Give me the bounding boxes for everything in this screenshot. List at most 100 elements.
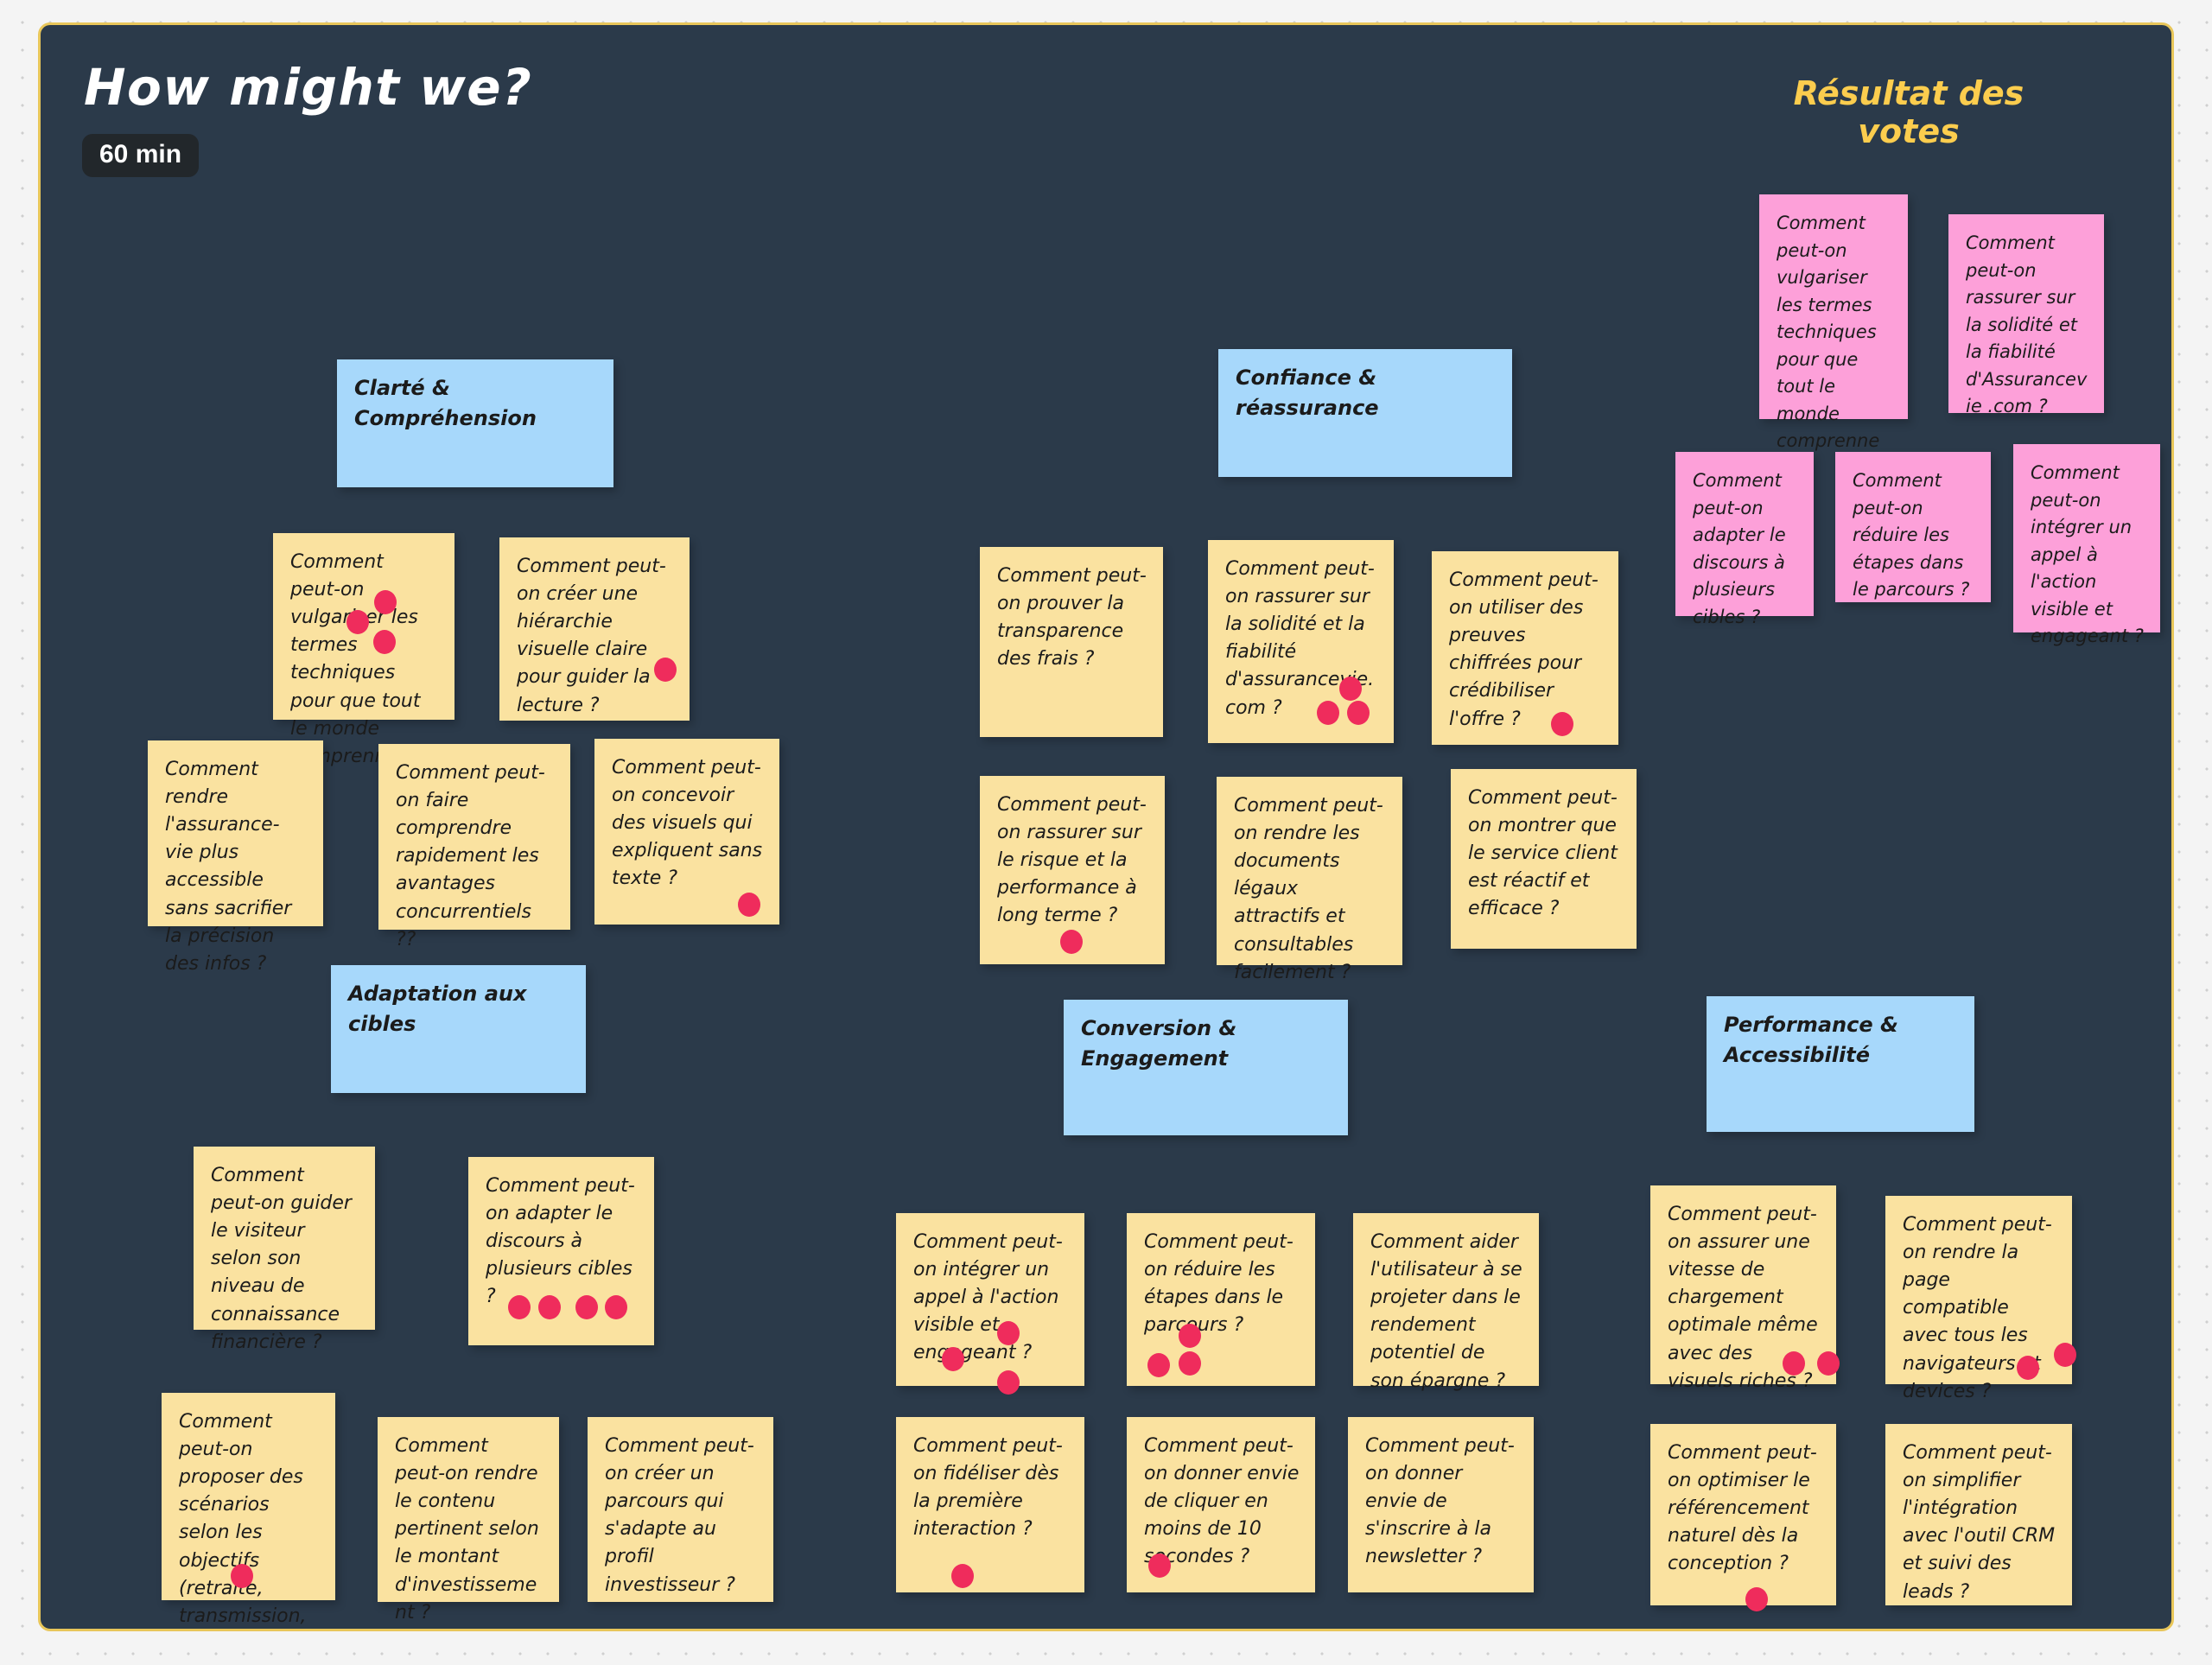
vote-dot-icon[interactable] [374, 590, 397, 614]
vote-result-note[interactable]: Comment peut-on rassurer sur la solidité… [1948, 214, 2104, 416]
vote-result-note[interactable]: Comment peut-on vulgariser les termes te… [1759, 194, 1908, 479]
page-title: How might we? [84, 58, 533, 117]
sticky-note-text: Comment rendre l'assurance-vie plus acce… [165, 759, 298, 975]
sticky-note-text: Comment peut-on créer une hiérarchie vis… [517, 556, 666, 716]
vote-dot-icon[interactable] [942, 1347, 964, 1371]
sticky-note-text: Comment peut-on rassurer sur la solidité… [1225, 558, 1381, 719]
sticky-note[interactable]: Comment peut-on prouver la transparence … [980, 547, 1163, 737]
vote-dot-icon[interactable] [1745, 1587, 1768, 1611]
vote-dot-icon[interactable] [1339, 677, 1362, 701]
sticky-note[interactable]: Comment peut-on réduire les étapes dans … [1127, 1213, 1315, 1386]
vote-dot-icon[interactable] [1179, 1324, 1201, 1348]
sticky-note[interactable]: Comment peut-on fidéliser dès la premièr… [896, 1417, 1084, 1592]
category-header-card[interactable]: Performance & Accessibilité [1707, 996, 1974, 1132]
vote-dot-icon[interactable] [1783, 1351, 1805, 1376]
sticky-note[interactable]: Comment peut-on proposer des scénarios s… [162, 1393, 335, 1627]
vote-result-note-text: Comment peut-on adapter le discours à pl… [1693, 470, 1792, 627]
vote-result-note[interactable]: Comment peut-on adapter le discours à pl… [1675, 452, 1814, 627]
sticky-note[interactable]: Comment peut-on rassurer sur le risque e… [980, 776, 1165, 964]
sticky-note-text: Comment peut-on rendre la page compatibl… [1903, 1214, 2052, 1402]
votes-result-heading: Résultat des votes [1793, 74, 2024, 150]
sticky-note-text: Comment peut-on proposer des scénarios s… [179, 1411, 307, 1627]
vote-dot-icon[interactable] [1148, 1554, 1171, 1578]
vote-result-note-text: Comment peut-on intégrer un appel à l'ac… [2031, 462, 2144, 646]
category-header-card[interactable]: Clarté & Compréhension [337, 359, 613, 487]
vote-result-note[interactable]: Comment peut-on intégrer un appel à l'ac… [2013, 444, 2160, 646]
category-header-card[interactable]: Confiance & réassurance [1218, 349, 1512, 477]
sticky-note[interactable]: Comment peut-on montrer que le service c… [1451, 769, 1637, 949]
sticky-note[interactable]: Comment peut-on rassurer sur la solidité… [1208, 540, 1394, 743]
sticky-note-text: Comment peut-on prouver la transparence … [997, 565, 1147, 670]
category-header-card-text: Conversion & Engagement [1081, 1016, 1244, 1071]
sticky-note-text: Comment peut-on guider le visiteur selon… [211, 1165, 358, 1353]
vote-dot-icon[interactable] [1179, 1351, 1201, 1376]
sticky-note-text: Comment peut-on concevoir des visuels qu… [612, 757, 769, 890]
sticky-note-text: Comment peut-on donner envie de cliquer … [1144, 1435, 1306, 1568]
vote-dot-icon[interactable] [997, 1370, 1020, 1395]
vote-result-note[interactable]: Comment peut-on réduire les étapes dans … [1835, 452, 1991, 602]
category-header-card[interactable]: Conversion & Engagement [1064, 1000, 1348, 1135]
sticky-note[interactable]: Comment peut-on utiliser des preuves chi… [1432, 551, 1618, 745]
sticky-note[interactable]: Comment peut-on guider le visiteur selon… [194, 1147, 375, 1353]
timer-badge: 60 min [82, 134, 200, 177]
vote-dot-icon[interactable] [1060, 930, 1083, 954]
vote-result-note-text: Comment peut-on rassurer sur la solidité… [1966, 232, 2088, 416]
vote-dot-icon[interactable] [1551, 712, 1573, 736]
vote-dot-icon[interactable] [346, 610, 369, 634]
sticky-note[interactable]: Comment peut-on faire comprendre rapidem… [378, 744, 570, 950]
vote-dot-icon[interactable] [1347, 701, 1370, 725]
sticky-note[interactable]: Comment peut-on rendre le contenu pertin… [378, 1417, 559, 1624]
sticky-note[interactable]: Comment peut-on adapter le discours à pl… [468, 1157, 654, 1345]
vote-dot-icon[interactable] [1817, 1351, 1840, 1376]
sticky-note[interactable]: Comment peut-on optimiser le référenceme… [1650, 1424, 1836, 1611]
sticky-note-text: Comment peut-on adapter le discours à pl… [486, 1175, 639, 1308]
sticky-note-text: Comment peut-on optimiser le référenceme… [1668, 1442, 1817, 1575]
vote-dot-icon[interactable] [2017, 1356, 2039, 1380]
sticky-note-text: Comment peut-on montrer que le service c… [1468, 787, 1624, 920]
category-header-card[interactable]: Adaptation aux cibles [331, 965, 586, 1093]
sticky-note[interactable]: Comment peut-on intégrer un appel à l'ac… [896, 1213, 1084, 1395]
vote-dot-icon[interactable] [738, 893, 760, 917]
sticky-note[interactable]: Comment peut-on donner envie de s'inscri… [1348, 1417, 1534, 1592]
sticky-note-text: Comment peut-on rassurer sur le risque e… [997, 794, 1147, 927]
category-header-card-text: Clarté & Compréhension [354, 376, 537, 431]
sticky-note-text: Comment peut-on utiliser des preuves chi… [1449, 569, 1599, 730]
sticky-note[interactable]: Comment peut-on créer une hiérarchie vis… [499, 537, 690, 721]
sticky-note-text: Comment peut-on rendre les documents lég… [1234, 795, 1383, 983]
sticky-note-text: Comment peut-on assurer une vitesse de c… [1668, 1204, 1824, 1392]
sticky-note-text: Comment peut-on simplifier l'intégration… [1903, 1442, 2062, 1603]
vote-dot-icon[interactable] [2054, 1343, 2076, 1367]
sticky-note-text: Comment peut-on créer un parcours qui s'… [605, 1435, 754, 1596]
vote-dot-icon[interactable] [1317, 701, 1339, 725]
vote-dot-icon[interactable] [508, 1295, 531, 1319]
sticky-note-text: Comment peut-on fidéliser dès la premièr… [913, 1435, 1065, 1541]
vote-dot-icon[interactable] [373, 630, 396, 654]
sticky-note-text: Comment peut-on intégrer un appel à l'ac… [913, 1231, 1063, 1364]
vote-result-note-text: Comment peut-on réduire les étapes dans … [1853, 470, 1970, 600]
sticky-note[interactable]: Comment peut-on rendre les documents lég… [1217, 777, 1402, 983]
vote-dot-icon[interactable] [1147, 1353, 1170, 1377]
sticky-note-text: Comment peut-on rendre le contenu pertin… [395, 1435, 545, 1624]
vote-dot-icon[interactable] [654, 658, 677, 682]
vote-dot-icon[interactable] [231, 1564, 253, 1588]
sticky-note[interactable]: Comment peut-on donner envie de cliquer … [1127, 1417, 1315, 1592]
sticky-note[interactable]: Comment peut-on concevoir des visuels qu… [594, 739, 779, 925]
vote-result-note-text: Comment peut-on vulgariser les termes te… [1777, 213, 1880, 479]
sticky-note[interactable]: Comment aider l'utilisateur à se projete… [1353, 1213, 1539, 1392]
sticky-note-text: Comment aider l'utilisateur à se projete… [1370, 1231, 1529, 1392]
vote-dot-icon[interactable] [951, 1564, 974, 1588]
category-header-card-text: Confiance & réassurance [1236, 365, 1384, 421]
whiteboard-panel: How might we? 60 min Résultat des votes … [38, 22, 2174, 1631]
vote-dot-icon[interactable] [575, 1295, 598, 1319]
vote-dot-icon[interactable] [538, 1295, 561, 1319]
vote-dot-icon[interactable] [997, 1321, 1020, 1345]
sticky-note[interactable]: Comment peut-on vulgariser les termes te… [273, 533, 454, 767]
sticky-note[interactable]: Comment peut-on simplifier l'intégration… [1885, 1424, 2072, 1605]
sticky-note[interactable]: Comment peut-on créer un parcours qui s'… [588, 1417, 773, 1602]
sticky-note[interactable]: Comment rendre l'assurance-vie plus acce… [148, 740, 323, 975]
sticky-note[interactable]: Comment peut-on rendre la page compatibl… [1885, 1196, 2076, 1402]
category-header-card-text: Performance & Accessibilité [1724, 1013, 1906, 1068]
sticky-note[interactable]: Comment peut-on assurer une vitesse de c… [1650, 1185, 1840, 1392]
sticky-note-text: Comment peut-on donner envie de s'inscri… [1365, 1435, 1515, 1568]
vote-dot-icon[interactable] [605, 1295, 627, 1319]
